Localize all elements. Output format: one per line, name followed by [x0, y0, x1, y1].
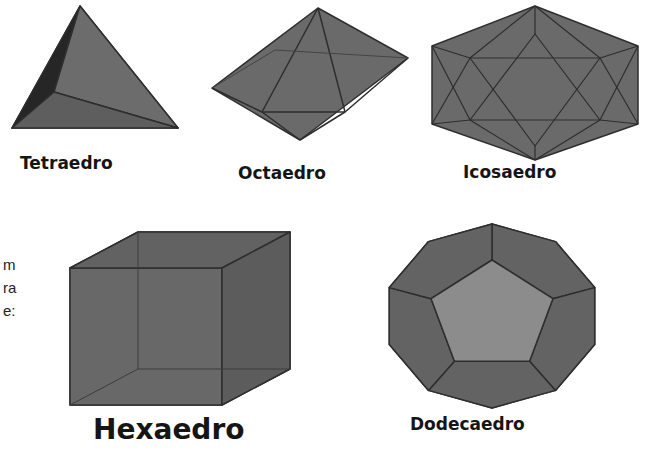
icosahedron-edge — [470, 120, 535, 160]
icosahedron-edge — [600, 120, 638, 124]
icosahedron-edge — [470, 58, 600, 146]
dodecahedron-figure — [389, 224, 594, 408]
icosahedron-outline — [432, 6, 638, 160]
tetrahedron-figure — [12, 6, 178, 128]
icosahedron-edge — [534, 6, 535, 34]
cube-front-face — [70, 268, 222, 405]
octahedron-edge — [262, 8, 318, 112]
icosahedron-edge — [535, 6, 600, 58]
icosahedron-edge — [470, 34, 600, 120]
cube-side-face — [222, 232, 290, 405]
cut-off-text: e: — [3, 302, 16, 319]
icosahedron-edge — [470, 6, 535, 58]
solid-name: Icosaedro — [463, 162, 556, 182]
icosahedron-edge — [534, 146, 535, 160]
tetrahedron-face — [12, 92, 178, 128]
solid-name: Octaedro — [238, 163, 326, 183]
solid-name: Tetraedro — [20, 153, 113, 173]
octahedron-outline — [212, 8, 408, 140]
solid-name: Hexaedro — [93, 413, 244, 446]
octahedron-edge — [262, 112, 300, 140]
tetrahedron-outline — [12, 6, 178, 128]
octahedron-edge — [212, 58, 408, 112]
cut-off-text: m — [3, 256, 16, 273]
octahedron-figure — [212, 8, 408, 140]
cube-figure — [70, 232, 290, 405]
dodecahedron-outline — [389, 224, 594, 408]
octahedron-edge — [318, 8, 345, 112]
icosahedron-edge — [432, 120, 470, 124]
icosahedron-figure — [432, 6, 638, 160]
dodecahedron-front-face — [431, 260, 553, 361]
solid-name: Dodecaedro — [410, 414, 525, 434]
icosahedron-edge — [535, 120, 600, 160]
cube-outline — [70, 232, 290, 405]
icosahedron-edge — [432, 46, 470, 120]
cube-hidden-edge — [138, 232, 290, 369]
octahedron-edge — [300, 112, 345, 140]
octahedron-hidden-edge — [212, 50, 408, 88]
icosahedron-edge — [432, 58, 470, 124]
cut-off-text: ra — [3, 279, 16, 296]
cube-hidden-edge — [70, 369, 138, 405]
icosahedron-edge — [600, 58, 638, 124]
icosahedron-edge — [600, 46, 638, 120]
